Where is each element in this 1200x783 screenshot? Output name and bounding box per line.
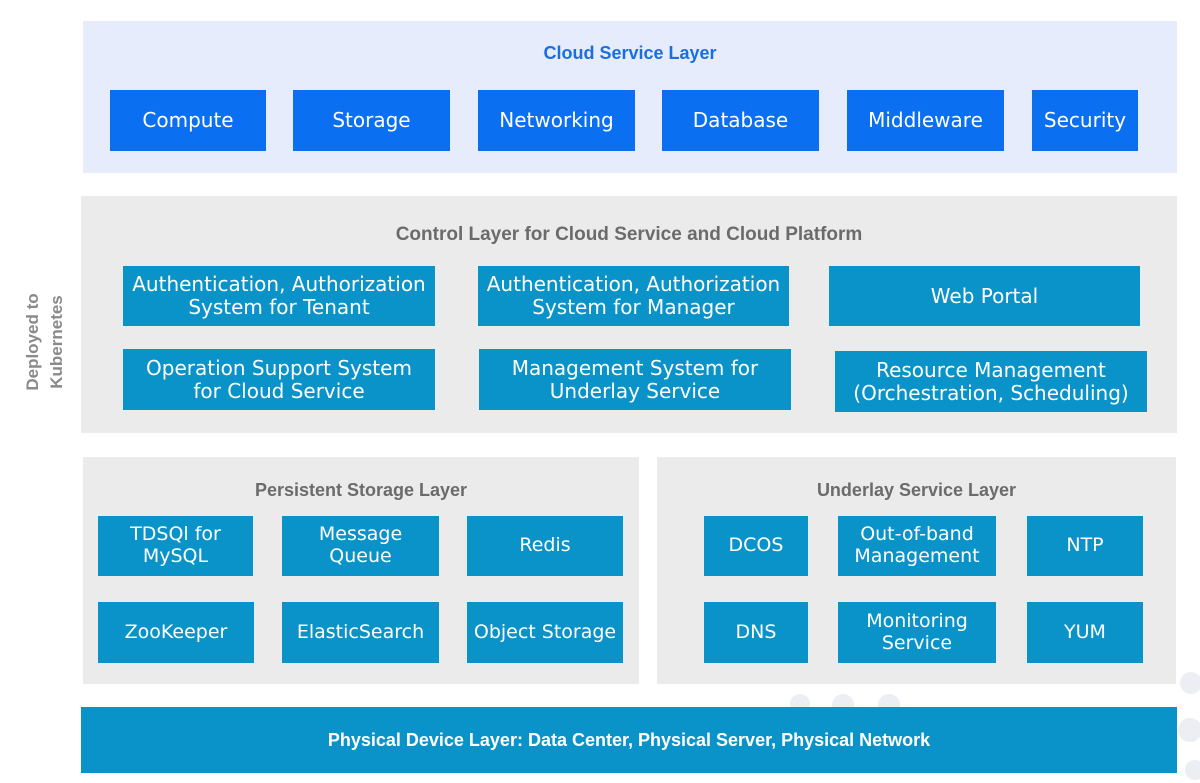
operation-support-box: Operation Support System for Cloud Servi… bbox=[123, 349, 435, 410]
decorative-dot bbox=[1180, 672, 1200, 694]
cloud-service-layer-title: Cloud Service Layer bbox=[543, 43, 717, 63]
operation-support-line2: for Cloud Service bbox=[193, 378, 365, 403]
compute-box: Compute bbox=[110, 90, 266, 151]
redis-box: Redis bbox=[467, 516, 623, 576]
monitoring-service-line2: Service bbox=[881, 631, 953, 654]
message-queue-line1: Message bbox=[318, 523, 403, 546]
out-of-band-line1: Out-of-band bbox=[860, 523, 974, 546]
zookeeper-box: ZooKeeper bbox=[98, 602, 254, 663]
message-queue-box: Message Queue bbox=[282, 516, 439, 576]
auth-manager-line1: Authentication, Authorization bbox=[486, 272, 781, 296]
elasticsearch-label: ElasticSearch bbox=[296, 620, 425, 643]
redis-label: Redis bbox=[519, 534, 571, 557]
resource-management-line1: Resource Management bbox=[876, 357, 1106, 382]
resource-management-line2: (Orchestration, Scheduling) bbox=[853, 380, 1129, 405]
underlay-service-layer: Underlay Service Layer DCOS Out-of-band … bbox=[657, 457, 1176, 684]
persistent-storage-layer: Persistent Storage Layer TDSQl for MySQL… bbox=[83, 457, 639, 684]
underlay-management-line1: Management System for bbox=[511, 355, 759, 380]
resource-management-box: Resource Management (Orchestration, Sche… bbox=[835, 351, 1147, 412]
monitoring-service-line1: Monitoring bbox=[866, 609, 968, 632]
operation-support-line1: Operation Support System bbox=[146, 355, 412, 380]
object-storage-label: Object Storage bbox=[473, 620, 617, 643]
out-of-band-line2: Management bbox=[854, 545, 980, 567]
yum-label: YUM bbox=[1064, 620, 1106, 643]
side-label-line2: Kubernetes bbox=[47, 295, 66, 389]
message-queue-line2: Queue bbox=[329, 545, 392, 567]
monitoring-service-box: Monitoring Service bbox=[838, 602, 996, 663]
cloud-service-layer: Cloud Service Layer Compute Storage Netw… bbox=[83, 21, 1177, 173]
physical-device-layer: Physical Device Layer: Data Center, Phys… bbox=[81, 707, 1177, 773]
tdsql-line1: TDSQl for bbox=[130, 523, 221, 546]
auth-tenant-line1: Authentication, Authorization bbox=[132, 272, 426, 296]
networking-box: Networking bbox=[478, 90, 635, 151]
control-layer-title: Control Layer for Cloud Service and Clou… bbox=[395, 224, 863, 245]
out-of-band-box: Out-of-band Management bbox=[838, 516, 996, 576]
dcos-label: DCOS bbox=[728, 534, 784, 557]
tdsql-line2: MySQL bbox=[142, 545, 209, 567]
tdsql-box: TDSQl for MySQL bbox=[98, 516, 253, 576]
dns-box: DNS bbox=[704, 602, 808, 663]
auth-manager-line2: System for Manager bbox=[532, 295, 735, 319]
auth-manager-box: Authentication, Authorization System for… bbox=[478, 266, 789, 326]
storage-box: Storage bbox=[293, 90, 450, 151]
physical-device-layer-label: Physical Device Layer: Data Center, Phys… bbox=[327, 729, 931, 750]
control-layer: Control Layer for Cloud Service and Clou… bbox=[81, 196, 1177, 433]
decorative-dot bbox=[1178, 718, 1200, 742]
decorative-dot bbox=[1185, 760, 1200, 780]
ntp-label: NTP bbox=[1066, 534, 1104, 557]
web-portal-label: Web Portal bbox=[930, 283, 1039, 308]
elasticsearch-box: ElasticSearch bbox=[282, 602, 439, 663]
dns-label: DNS bbox=[735, 620, 777, 643]
database-box: Database bbox=[662, 90, 819, 151]
underlay-management-line2: Underlay Service bbox=[549, 378, 721, 403]
persistent-storage-layer-title: Persistent Storage Layer bbox=[254, 480, 468, 500]
yum-box: YUM bbox=[1027, 602, 1143, 663]
underlay-service-layer-title: Underlay Service Layer bbox=[816, 480, 1017, 500]
security-box: Security bbox=[1032, 90, 1138, 151]
auth-tenant-line2: System for Tenant bbox=[188, 295, 370, 319]
object-storage-box: Object Storage bbox=[467, 602, 623, 663]
web-portal-box: Web Portal bbox=[829, 266, 1140, 326]
zookeeper-label: ZooKeeper bbox=[124, 620, 228, 643]
underlay-management-box: Management System for Underlay Service bbox=[479, 349, 791, 410]
auth-tenant-box: Authentication, Authorization System for… bbox=[123, 266, 435, 326]
middleware-box: Middleware bbox=[847, 90, 1004, 151]
side-label-line1: Deployed to bbox=[23, 293, 42, 391]
ntp-box: NTP bbox=[1027, 516, 1143, 576]
dcos-box: DCOS bbox=[704, 516, 808, 576]
